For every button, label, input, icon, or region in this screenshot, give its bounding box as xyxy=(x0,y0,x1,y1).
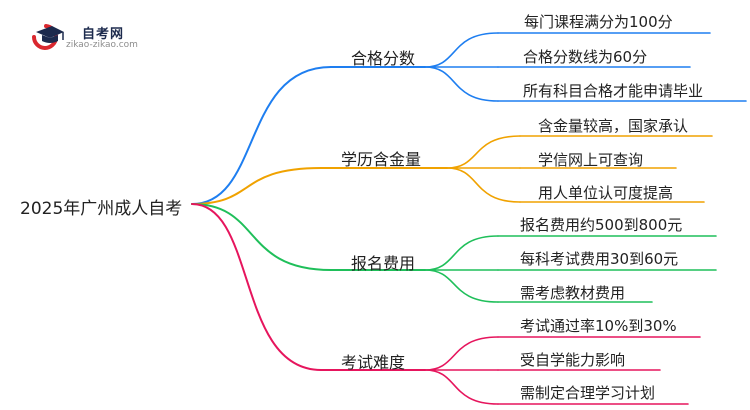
branch-connector xyxy=(191,167,322,205)
leaf-label: 用人单位认可度提高 xyxy=(538,184,674,202)
leaf-label: 合格分数线为60分 xyxy=(523,48,648,66)
leaf-connector xyxy=(424,369,499,405)
leaf-label: 每科考试费用30到60元 xyxy=(520,250,679,268)
site-logo[interactable]: 自考网 zikao-zikao.com xyxy=(30,20,170,60)
logo-subtitle: zikao-zikao.com xyxy=(66,40,138,50)
branch-connector xyxy=(191,203,322,371)
leaf-connector xyxy=(424,32,499,68)
leaf-label: 需考虑教材费用 xyxy=(520,284,626,302)
leaf-label: 所有科目合格才能申请毕业 xyxy=(523,82,704,100)
leaf-label: 受自学能力影响 xyxy=(520,351,626,369)
leaf-connector xyxy=(446,167,521,203)
leaf-connector xyxy=(446,135,521,169)
branch-label: 合格分数 xyxy=(351,49,416,68)
leaf-label: 报名费用约500到800元 xyxy=(520,216,683,234)
graduation-cap-logo-icon xyxy=(32,24,64,50)
logo-title: 自考网 xyxy=(82,27,125,42)
leaf-connector xyxy=(424,66,499,102)
leaf-label: 需制定合理学习计划 xyxy=(520,384,656,402)
branch-connector xyxy=(191,203,332,271)
branch-label: 考试难度 xyxy=(341,353,406,372)
leaf-label: 考试通过率10%到30% xyxy=(520,317,677,335)
branch-label: 学历含金量 xyxy=(341,150,422,169)
mindmap-root: 2025年广州成人自考 xyxy=(20,199,183,219)
branch-label: 报名费用 xyxy=(351,254,416,273)
leaf-label: 每门课程满分为100分 xyxy=(524,13,673,31)
leaf-label: 含金量较高，国家承认 xyxy=(538,117,689,135)
leaf-connector xyxy=(424,336,499,371)
leaf-connector xyxy=(424,269,499,303)
leaf-label: 学信网上可查询 xyxy=(538,151,644,169)
leaf-connector xyxy=(424,235,499,271)
branch-connector xyxy=(191,66,332,205)
